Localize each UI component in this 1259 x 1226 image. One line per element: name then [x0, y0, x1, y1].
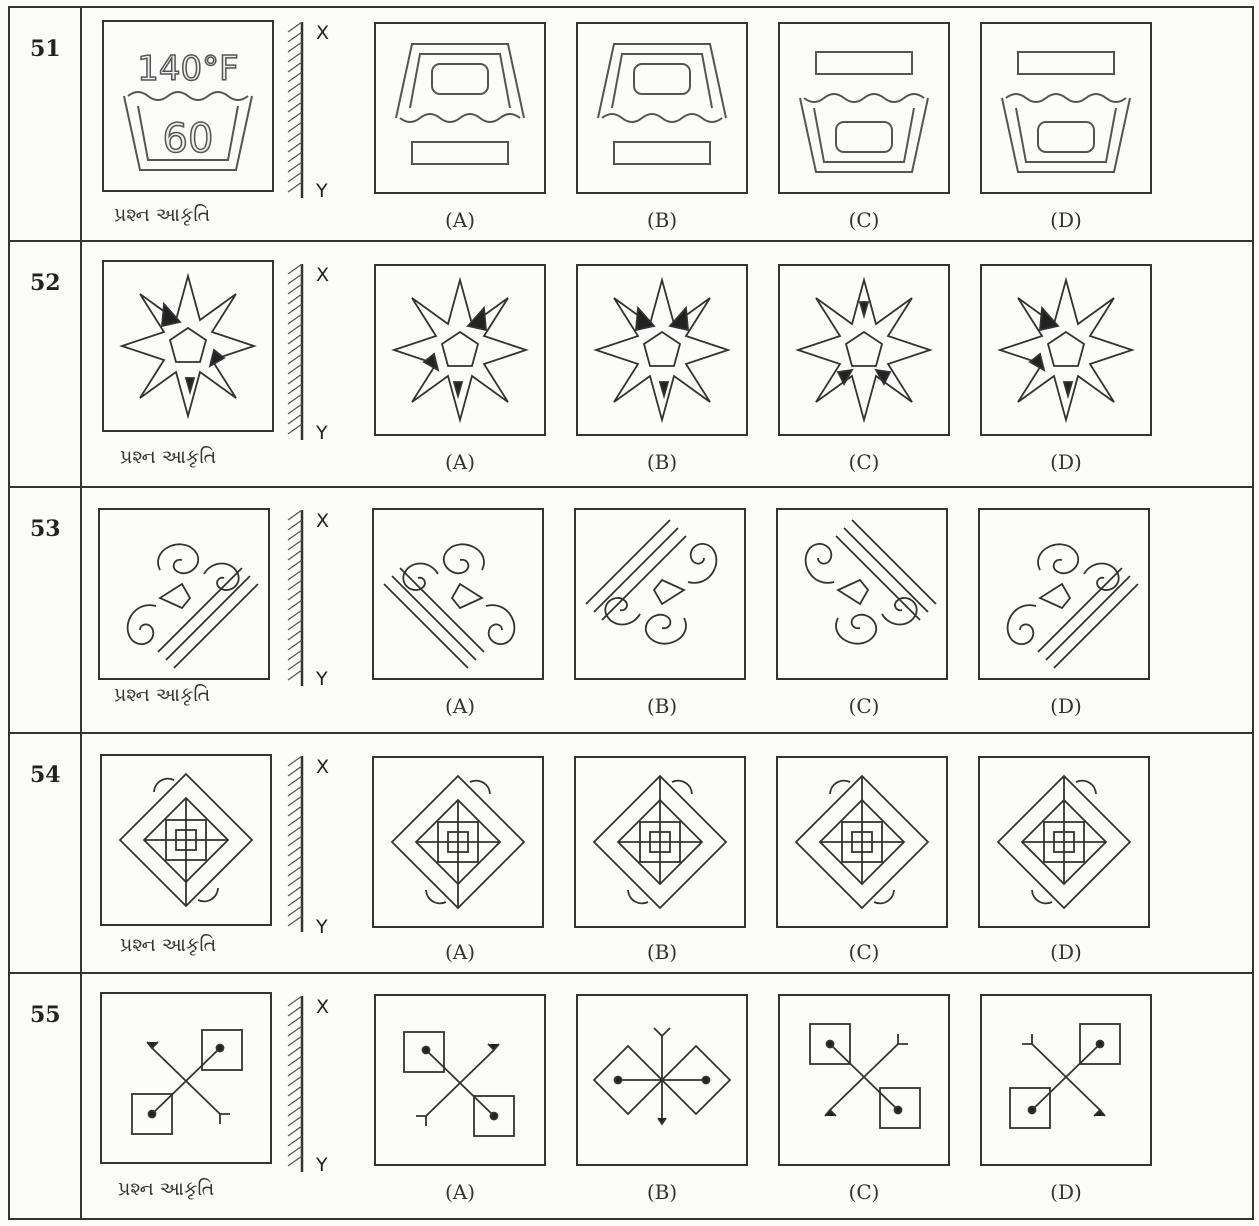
mirror-x-label: X	[316, 510, 329, 532]
mirror-y-label: Y	[316, 1154, 328, 1176]
option-b-label: (B)	[632, 450, 692, 474]
question-number-cell: 53	[10, 488, 82, 732]
option-a-figure	[374, 264, 546, 436]
option-d-label: (D)	[1036, 694, 1096, 718]
mirror-line	[282, 756, 322, 932]
option-b-figure	[574, 508, 746, 680]
mirror-y-label: Y	[316, 180, 328, 202]
option-c-figure	[776, 756, 948, 928]
option-a-label: (A)	[430, 208, 490, 232]
option-a-figure	[372, 756, 544, 928]
wash-tub-symbol	[800, 52, 928, 172]
arrow-cross-figure	[132, 1030, 242, 1134]
question-row-54: 54 X Y પ્રશ્ન આકૃતિ	[10, 734, 1252, 974]
question-number: 53	[30, 516, 61, 542]
option-b-figure	[576, 22, 748, 194]
option-a-figure	[374, 994, 546, 1166]
mirror-line	[282, 510, 322, 686]
question-number-cell: 54	[10, 734, 82, 972]
mirror-y-label: Y	[316, 422, 328, 444]
option-c-figure	[776, 508, 948, 680]
question-row-53: 53 X Y પ્રશ્ન આકૃતિ	[10, 488, 1252, 734]
mirror-line	[282, 264, 322, 440]
question-caption: પ્રશ્ન આકૃતિ	[120, 934, 216, 956]
option-a-figure	[374, 22, 546, 194]
wash-tub-symbol	[598, 44, 726, 164]
option-b-figure	[576, 264, 748, 436]
question-caption: પ્રશ્ન આકૃતિ	[118, 1178, 214, 1200]
option-b-label: (B)	[632, 694, 692, 718]
wash-tub-symbol	[1002, 52, 1130, 172]
question-sheet: 51 140°F 60 X Y પ્રશ્ન આકૃતિ	[8, 6, 1254, 1220]
question-row-55: 55 X Y પ્રશ્ન આકૃતિ	[10, 974, 1252, 1218]
option-d-label: (D)	[1036, 450, 1096, 474]
question-figure	[102, 260, 274, 432]
mirror-x-label: X	[316, 22, 329, 44]
mirror-x-label: X	[316, 996, 329, 1018]
option-b-figure	[574, 756, 746, 928]
option-a-label: (A)	[430, 1180, 490, 1204]
question-caption: પ્રશ્ન આકૃતિ	[120, 446, 216, 468]
question-number-cell: 51	[10, 8, 82, 240]
option-c-figure	[778, 22, 950, 194]
question-figure: 140°F 60	[102, 20, 274, 192]
wash-tub-symbol: 140°F 60	[124, 49, 252, 170]
question-row-52: 52 X Y પ્રશ્ન આકૃતિ	[10, 242, 1252, 488]
mirror-y-label: Y	[316, 916, 328, 938]
option-a-label: (A)	[430, 940, 490, 964]
option-a-label: (A)	[430, 450, 490, 474]
question-caption: પ્રશ્ન આકૃતિ	[114, 204, 210, 226]
option-c-label: (C)	[834, 1180, 894, 1204]
option-b-label: (B)	[632, 208, 692, 232]
option-d-figure	[978, 756, 1150, 928]
question-number-cell: 52	[10, 242, 82, 486]
wash-tub-symbol	[396, 44, 524, 164]
question-number: 52	[30, 270, 61, 296]
question-number-cell: 55	[10, 974, 82, 1218]
option-b-label: (B)	[632, 1180, 692, 1204]
option-d-figure	[980, 264, 1152, 436]
question-number: 55	[30, 1002, 61, 1028]
mirror-x-label: X	[316, 264, 329, 286]
option-c-label: (C)	[834, 450, 894, 474]
option-c-figure	[778, 264, 950, 436]
option-c-figure	[778, 994, 950, 1166]
option-b-label: (B)	[632, 940, 692, 964]
mirror-y-label: Y	[316, 668, 328, 690]
option-d-label: (D)	[1036, 1180, 1096, 1204]
mirror-line	[282, 22, 322, 198]
option-d-figure	[978, 508, 1150, 680]
question-figure	[100, 992, 272, 1164]
question-figure	[98, 508, 270, 680]
question-figure	[100, 754, 272, 926]
option-a-label: (A)	[430, 694, 490, 718]
question-caption: પ્રશ્ન આકૃતિ	[114, 684, 210, 706]
option-d-label: (D)	[1036, 208, 1096, 232]
option-c-label: (C)	[834, 208, 894, 232]
svg-text:140°F: 140°F	[137, 49, 238, 89]
question-number: 54	[30, 762, 61, 788]
option-a-figure	[372, 508, 544, 680]
mirror-line	[282, 996, 322, 1172]
question-number: 51	[30, 36, 61, 62]
star-figure	[122, 276, 254, 416]
question-row-51: 51 140°F 60 X Y પ્રશ્ન આકૃતિ	[10, 8, 1252, 242]
option-c-label: (C)	[834, 694, 894, 718]
option-d-label: (D)	[1036, 940, 1096, 964]
svg-text:60: 60	[163, 116, 214, 162]
curl-stripes-figure	[128, 544, 258, 668]
mirror-x-label: X	[316, 756, 329, 778]
option-d-figure	[980, 994, 1152, 1166]
option-d-figure	[980, 22, 1152, 194]
option-c-label: (C)	[834, 940, 894, 964]
diamond-figure	[120, 774, 252, 906]
option-b-figure	[576, 994, 748, 1166]
